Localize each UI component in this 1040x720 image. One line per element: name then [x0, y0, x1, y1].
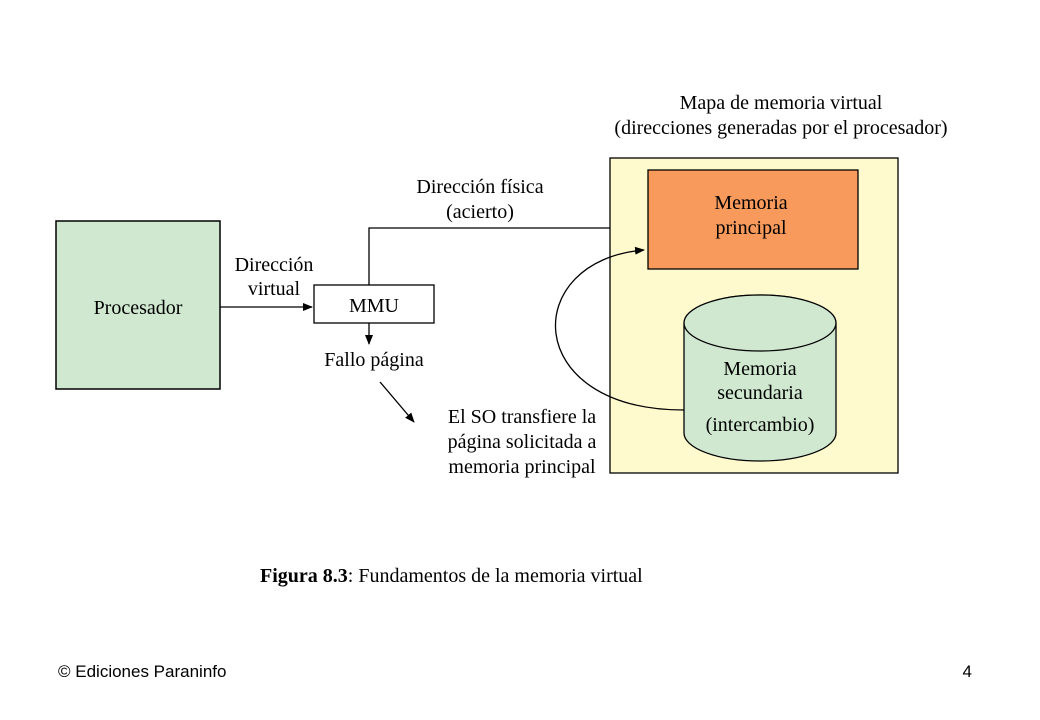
physical-address-label-line1: Dirección física — [416, 176, 543, 198]
processor-label: Procesador — [94, 297, 183, 319]
main-memory-label-line2: principal — [715, 217, 787, 239]
mmu-box — [313, 284, 435, 324]
secondary-memory-label-line2: secundaria — [717, 382, 803, 404]
os-transfer-label-line3: memoria principal — [448, 456, 596, 478]
os-transfer-arrow — [379, 381, 415, 423]
virtual-address-label-line1: Dirección — [235, 254, 314, 276]
figure-caption-text: : Fundamentos de la memoria virtual — [348, 565, 643, 587]
secondary-memory-label-line1: Memoria — [723, 358, 796, 380]
secondary-memory-cylinder — [683, 294, 837, 462]
os-transfer-label-line1: El SO transfiere la — [448, 406, 596, 428]
physical-address-arrow — [368, 224, 645, 285]
os-transfer-label-line2: página solicitada a — [448, 431, 597, 453]
main-memory-label-line1: Memoria — [714, 192, 787, 214]
mmu-label: MMU — [349, 295, 400, 317]
secondary-memory-label-line3: (intercambio) — [706, 414, 815, 436]
figure-caption: Figura 8.3: Fundamentos de la memoria vi… — [260, 565, 643, 587]
footer-publisher: © Ediciones Paraninfo — [58, 662, 226, 681]
memory-map-title-line1: Mapa de memoria virtual — [680, 92, 883, 114]
figure-number: Figura 8.3 — [260, 565, 348, 587]
page-fault-label: Fallo página — [324, 349, 424, 371]
footer-page-number: 4 — [963, 662, 972, 681]
physical-address-label-line2: (acierto) — [446, 201, 514, 223]
virtual-address-label-line2: virtual — [248, 278, 301, 300]
memory-map-title-line2: (direcciones generadas por el procesador… — [614, 117, 947, 139]
processor-box — [55, 220, 221, 390]
main-memory-box — [647, 169, 859, 270]
swap-transfer-arrow — [554, 246, 685, 411]
